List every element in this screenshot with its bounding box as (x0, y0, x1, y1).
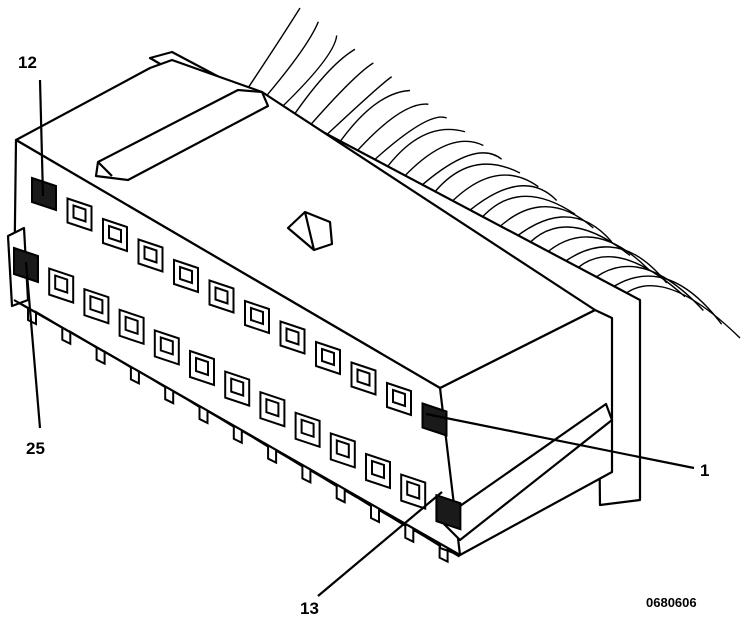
cavity (421, 402, 448, 437)
cavity-inner (143, 245, 158, 264)
cavity (435, 493, 462, 531)
cavity-inner (214, 286, 229, 305)
cavity-inner (265, 397, 280, 418)
cavity-inner (356, 368, 371, 387)
cavity-inner (72, 204, 87, 223)
leader-12 (38, 79, 45, 197)
base-teeth (13, 299, 461, 564)
wire (316, 76, 393, 145)
cavity-inner (124, 315, 139, 336)
callout-pin-12: 12 (18, 53, 37, 72)
leader-lines (24, 79, 695, 597)
cavity-inner (285, 327, 300, 346)
wire (301, 62, 374, 136)
cavity-inner (250, 306, 264, 326)
cavity-inner (300, 418, 315, 439)
cavity-inner (321, 347, 335, 367)
leader-1 (425, 412, 695, 470)
cavity-inner (54, 274, 69, 294)
cavity-inner (371, 459, 385, 480)
cavity-inner (392, 388, 406, 408)
leader-25 (24, 261, 42, 429)
figure-id: 0680606 (646, 595, 697, 610)
wire (239, 7, 301, 101)
cavity-inner (89, 294, 104, 315)
terminal-cavities (13, 176, 462, 531)
cavity-inner (230, 377, 245, 397)
tooth-edge (13, 299, 461, 564)
wire (347, 103, 429, 162)
cavity-inner (335, 439, 350, 459)
callout-pin-1: 1 (700, 461, 710, 480)
lower-rail (438, 402, 614, 542)
callout-pin-25: 25 (26, 439, 45, 458)
callout-pin-13: 13 (300, 599, 319, 618)
cavity-inner (108, 224, 122, 244)
cavity-inner (406, 480, 421, 500)
cavity-inner (179, 265, 193, 285)
cavity-inner (195, 356, 209, 377)
wire (362, 116, 447, 171)
cavity-inner (159, 336, 174, 356)
leader-13 (317, 491, 443, 597)
